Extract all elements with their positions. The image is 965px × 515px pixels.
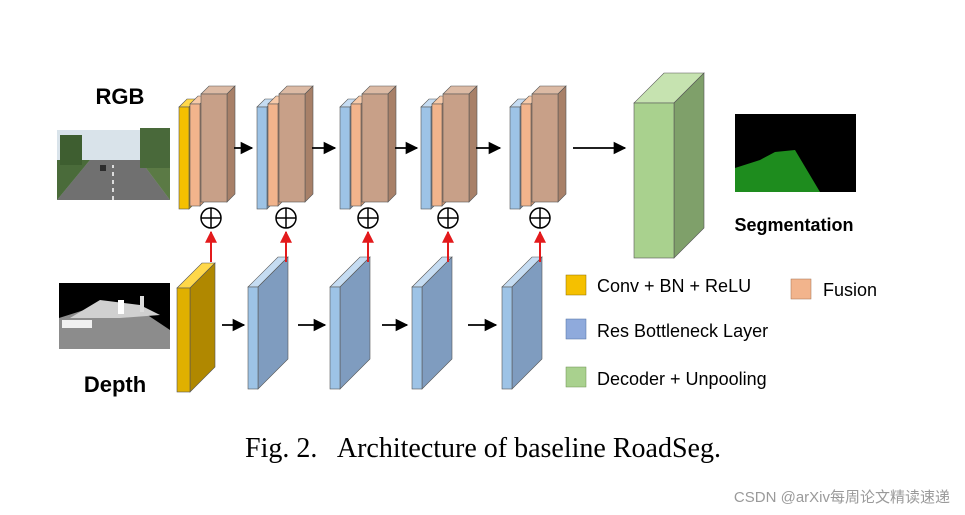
legend-label-conv: Conv + BN + ReLU (597, 276, 751, 296)
depth-res-block-1 (247, 256, 289, 390)
depth-conv-block (176, 262, 216, 393)
rgb-feature-block-1 (200, 85, 236, 203)
segmentation-label: Segmentation (734, 215, 853, 235)
caption-prefix: Fig. 2. (245, 433, 317, 464)
legend-label-res: Res Bottleneck Layer (597, 321, 768, 341)
rgb-feature-block-5 (531, 85, 567, 203)
caption-text: Architecture of baseline RoadSeg. (337, 433, 721, 464)
depth-res-block-2 (329, 256, 371, 390)
segmentation-output-image (735, 114, 856, 192)
circled-plus-icon (437, 207, 459, 229)
legend-label-decoder: Decoder + Unpooling (597, 369, 767, 389)
legend-swatch-fusion (790, 278, 812, 300)
rgb-feature-block-2 (278, 85, 314, 203)
circled-plus-icon (357, 207, 379, 229)
legend-swatch-res (565, 318, 587, 340)
legend-label-fusion: Fusion (823, 280, 877, 300)
watermark: CSDN @arXiv每周论文精读速递 (734, 489, 950, 506)
circled-plus-icon (529, 207, 551, 229)
legend-swatch-conv (565, 274, 587, 296)
rgb-feature-block-4 (442, 85, 478, 203)
rgb-feature-block-3 (361, 85, 397, 203)
decoder-block (633, 72, 705, 259)
rgb-input-image (57, 128, 170, 200)
legend-swatch-decoder (565, 366, 587, 388)
circled-plus-icon (275, 207, 297, 229)
figure-caption: Fig. 2. Architecture of baseline RoadSeg… (245, 433, 721, 464)
rgb-label: RGB (96, 84, 145, 109)
depth-res-block-4 (501, 256, 543, 390)
depth-res-block-3 (411, 256, 453, 390)
legend: Conv + BN + ReLU Fusion Res Bottleneck L… (565, 274, 877, 389)
circled-plus-icon (200, 207, 222, 229)
depth-label: Depth (84, 372, 146, 397)
depth-input-image (59, 283, 170, 349)
